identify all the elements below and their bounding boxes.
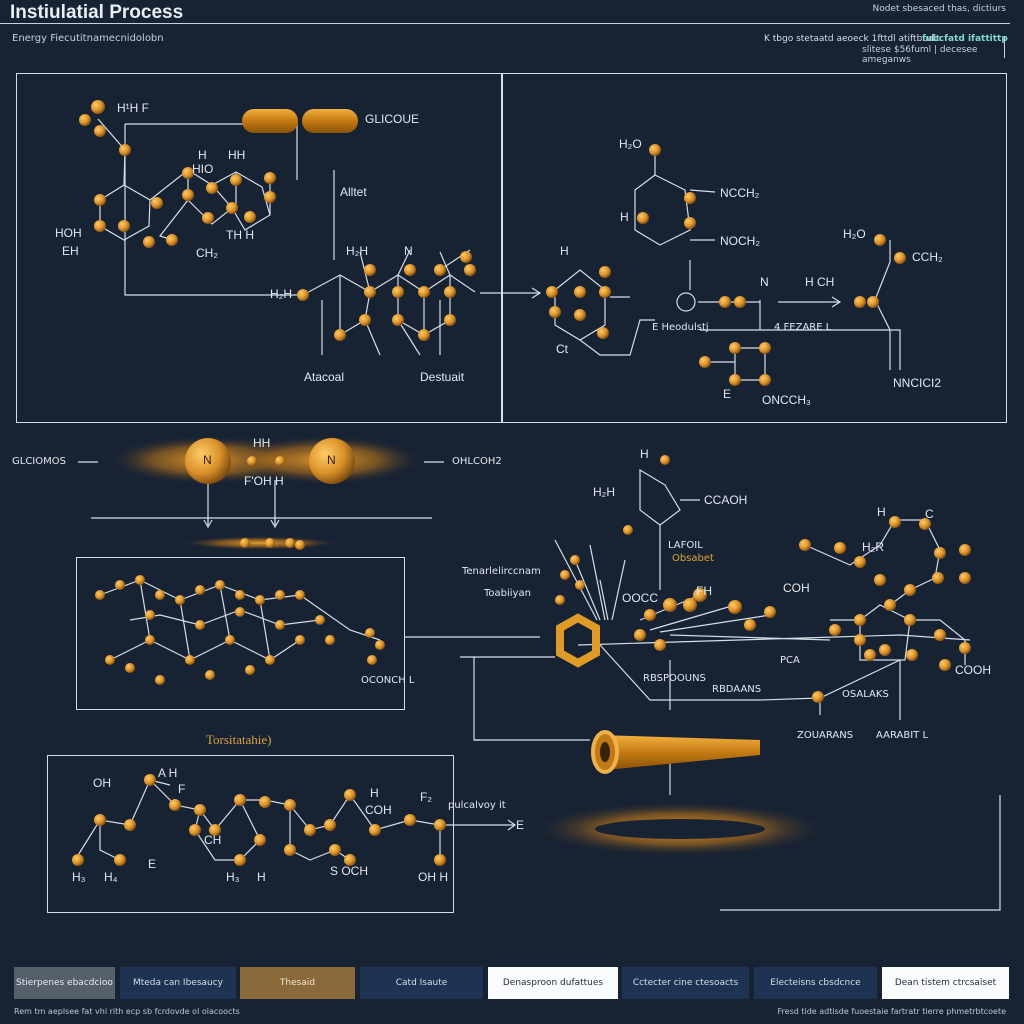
panel-molecule-lattice <box>76 557 405 710</box>
label-n-right-atom: N <box>327 453 336 467</box>
header-vertical-divider <box>1004 36 1005 58</box>
label-h2r: H₂R <box>862 540 884 554</box>
label-oh: OH <box>93 776 111 790</box>
label-h2h-c: H₂H <box>593 485 615 499</box>
label-h-1: H <box>620 210 629 224</box>
label-zouarans: ZOUARANS <box>797 730 854 741</box>
label-ah: A H <box>158 766 178 780</box>
panel-glucose-structure <box>16 73 503 423</box>
label-fezarel: 4 FEZARE L <box>774 322 832 333</box>
label-cooh: COOH <box>955 663 991 677</box>
header-divider <box>0 23 1010 24</box>
label-ccaoh: CCAOH <box>704 493 748 507</box>
label-nncicl2: NNCICI2 <box>893 376 942 390</box>
label-h-top: H <box>640 447 649 461</box>
label-f: F <box>178 782 186 796</box>
label-e-b: E <box>148 857 157 871</box>
label-f2: F₂ <box>420 790 432 804</box>
label-ct: Ct <box>556 342 568 356</box>
label-hh-mid: HH <box>253 436 271 450</box>
label-h2o-a: H₂O <box>619 137 642 151</box>
label-oconch: OCONCH L <box>361 675 415 686</box>
label-pca: PCA <box>780 655 800 666</box>
label-eh: EH <box>62 244 79 258</box>
label-ch: CH <box>204 833 222 847</box>
button-mteda[interactable]: Mteda can Ibesaucy <box>120 967 236 999</box>
label-ohlcoh2: OHLCOH2 <box>452 456 502 467</box>
label-foh: F'OH H <box>244 474 284 488</box>
label-rbspoouns: RBSPOOUNS <box>643 673 706 684</box>
label-oncch: ONCCH₃ <box>762 393 811 407</box>
label-coh: COH <box>783 581 810 595</box>
label-h-coh: H <box>370 786 379 800</box>
footer-left-note: Rem tm aeplsee fat vhi rith ecp sb fcrdo… <box>14 1007 240 1016</box>
label-hch: H CH <box>805 275 835 289</box>
button-denasproon[interactable]: Denasproon dufattues <box>488 967 618 999</box>
button-dean-tistem[interactable]: Dean tistem ctrcsaiset <box>882 967 1009 999</box>
label-soch: S OCH <box>330 864 369 878</box>
label-lafoil: LAFOIL <box>668 540 703 551</box>
label-h-b: H <box>257 870 266 884</box>
button-cctecter[interactable]: Cctecter cine ctesoacts <box>622 967 749 999</box>
label-heodulst: E Heodulstj <box>652 322 709 333</box>
label-rbdaans: RBDAANS <box>712 684 762 695</box>
label-obsabet: Obsabet <box>672 553 714 564</box>
label-oocc: OOCC <box>622 591 658 605</box>
label-h-l: H <box>877 505 886 519</box>
label-osalaks: OSALAKS <box>842 689 889 700</box>
atoms <box>72 100 971 866</box>
label-hoh: HOH <box>55 226 82 240</box>
label-glucose: GLICOUE <box>365 112 420 126</box>
page-subtitle: Energy Fiecutitnamecnidolobn <box>12 33 164 44</box>
header-info-line: K tbgo stetaatd aeoeck 1fttdl atiftbudit <box>764 34 940 44</box>
label-h1f: H¹H F <box>117 101 149 115</box>
footer-right-note: Fresd tide adtisde fuoestaie fartratr ti… <box>777 1007 1006 1016</box>
label-h4: H₄ <box>104 870 118 884</box>
label-e-a: E <box>723 387 732 401</box>
button-stierpenes[interactable]: Stierpenes ebacdcioo <box>14 967 115 999</box>
button-electeisns[interactable]: Electeisns cbsdcnce <box>754 967 877 999</box>
label-atacoal: Atacoal <box>304 370 345 384</box>
label-alltet: Alltet <box>340 185 367 199</box>
label-n-b: N <box>760 275 769 289</box>
header-info-line-2: slitese $56fuml | decesee ameganws <box>862 45 978 65</box>
label-c-l: C <box>925 507 934 521</box>
label-h2h-a: H₂H <box>346 244 368 258</box>
header-note: Nodet sbesaced thas, dictiurs <box>872 4 1006 14</box>
label-ch2: CH₂ <box>196 246 218 260</box>
label-ohh: OH H <box>418 870 448 884</box>
label-ncch2: NCCH₂ <box>720 186 760 200</box>
label-n-a: N <box>404 244 413 258</box>
header-status-badge[interactable]: fubcfatd ifattittp <box>922 34 1008 44</box>
label-th-h: TH H <box>226 228 254 242</box>
label-h3-a: H₃ <box>72 870 86 884</box>
label-cch2: CCH₂ <box>912 250 943 264</box>
label-glciomos: GLCIOMOS <box>12 456 66 467</box>
label-h-c: H <box>560 244 569 258</box>
label-hh: HH <box>228 148 246 162</box>
panel-reaction-products <box>501 73 1007 423</box>
button-catd-isaute[interactable]: Catd Isaute <box>360 967 483 999</box>
label-h2o-b: H₂O <box>843 227 866 241</box>
panel-chain-structure <box>47 755 454 913</box>
label-destuait: Destuait <box>420 370 465 384</box>
label-h-a: H <box>198 148 207 162</box>
label-hio: HIO <box>192 162 214 176</box>
label-aarabit: AARABIT L <box>876 730 929 741</box>
page-title: Instiulatial Process <box>10 2 184 23</box>
label-toabiiyan: Toabiiyan <box>484 588 531 599</box>
highlight-shapes <box>105 109 830 857</box>
label-torsitat: Torsitatahie) <box>206 732 272 747</box>
label-noch2: NOCH₂ <box>720 234 760 248</box>
label-h3-b: H₃ <box>226 870 240 884</box>
label-pulcalvoy: pulcalvoy it <box>448 800 506 811</box>
label-tenarlelirccnam: Tenarlelirccnam <box>462 566 541 577</box>
label-e-arrow: E <box>516 818 525 832</box>
label-h2h-b: H₂H <box>270 287 292 301</box>
label-n-left-atom: N <box>203 453 212 467</box>
label-fh: FH <box>696 584 712 598</box>
label-coh-b: COH <box>365 803 392 817</box>
button-thesaid[interactable]: Thesaid <box>240 967 355 999</box>
